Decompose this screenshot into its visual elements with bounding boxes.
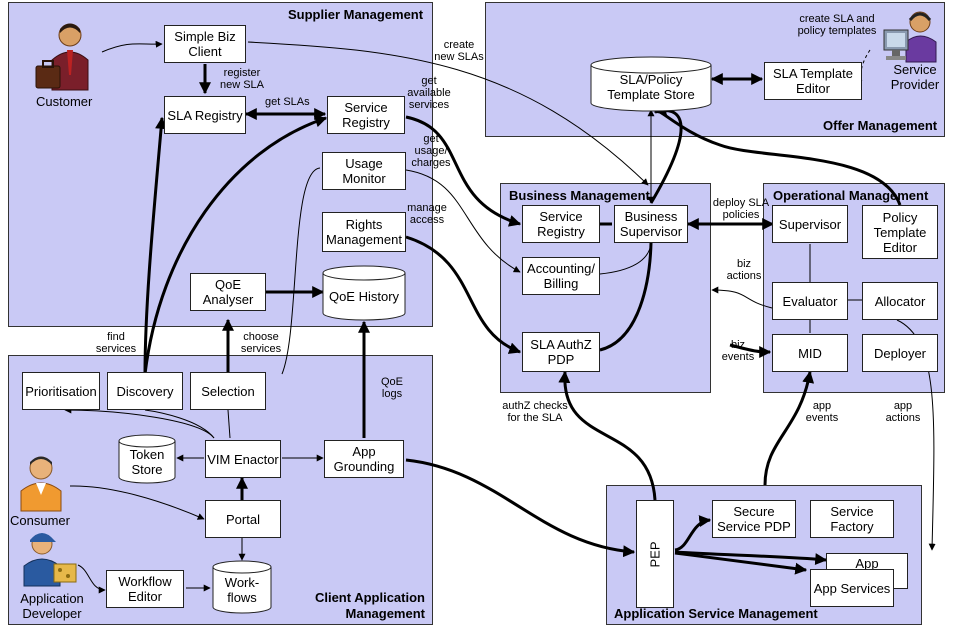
customer-icon (35, 23, 89, 91)
sla-authz-pdp-box: SLA AuthZ PDP (522, 332, 600, 372)
sla-template-editor-box: SLA Template Editor (764, 62, 862, 100)
choose-services-note: choose services (240, 331, 282, 355)
offer-management-title: Offer Management (823, 118, 938, 133)
sla-policy-template-store: SLA/Policy Template Store (590, 56, 712, 112)
manage-access-note: manage access (407, 202, 447, 226)
deploy-sla-policies-note: deploy SLA policies (712, 197, 770, 221)
application-developer-icon (23, 533, 77, 587)
pep-label: PEP (647, 540, 663, 568)
supervisor-box: Supervisor (772, 205, 848, 243)
mid-box: MID (772, 334, 848, 372)
get-usage-charges-note: get usage/ charges (411, 133, 451, 169)
register-new-sla-note: register new SLA (219, 67, 265, 91)
biz-actions-note: biz actions (726, 258, 762, 282)
vim-enactor-box: VIM Enactor (205, 440, 281, 478)
app-actions-note: app actions (885, 400, 921, 424)
business-management-title: Business Management (509, 188, 650, 203)
get-available-services-note: get available services (407, 75, 451, 111)
qoe-analyser-box: QoE Analyser (190, 273, 266, 311)
qoe-history-store: QoE History (322, 265, 406, 321)
token-store: Token Store (118, 434, 176, 484)
create-new-slas-note: create new SLAs (434, 39, 484, 63)
service-registry-supplier-box: Service Registry (327, 96, 405, 134)
accounting-billing-box: Accounting/ Billing (522, 257, 600, 295)
service-provider-label: Service Provider (890, 62, 940, 92)
client-application-management-title: Client Application Management (314, 590, 425, 621)
service-factory-box: Service Factory (810, 500, 894, 538)
workflows-store: Work- flows (212, 560, 272, 614)
customer-label: Customer (36, 94, 93, 109)
get-slas-note: get SLAs (265, 96, 310, 108)
app-services-box: App Services (810, 569, 894, 607)
prioritisation-box: Prioritisation (22, 372, 100, 410)
biz-events-note: biz events (721, 339, 755, 363)
evaluator-box: Evaluator (772, 282, 848, 320)
supplier-management-title: Supplier Management (288, 7, 424, 22)
application-service-management-title: Application Service Management (614, 606, 818, 621)
application-developer-label: Application Developer (20, 591, 84, 621)
app-grounding-box: App Grounding (324, 440, 404, 478)
rights-management-box: Rights Management (322, 212, 406, 252)
simple-biz-client-box: Simple Biz Client (164, 25, 246, 63)
sla-policy-template-store-label: SLA/Policy Template Store (607, 72, 695, 102)
service-provider-icon (883, 11, 937, 63)
business-supervisor-box: Business Supervisor (614, 205, 688, 243)
create-sla-templates-note: create SLA and policy templates (797, 13, 877, 37)
workflows-label: Work- flows (224, 575, 260, 605)
operational-management-title: Operational Management (773, 188, 929, 203)
usage-monitor-box: Usage Monitor (322, 152, 406, 190)
consumer-icon (20, 456, 62, 512)
authz-checks-note: authZ checks for the SLA (502, 400, 568, 424)
allocator-box: Allocator (862, 282, 938, 320)
app-back-label: App (855, 556, 879, 571)
discovery-box: Discovery (107, 372, 183, 410)
secure-service-pdp-box: Secure Service PDP (712, 500, 796, 538)
selection-box: Selection (190, 372, 266, 410)
app-events-note: app events (805, 400, 839, 424)
find-services-note: find services (95, 331, 137, 355)
pep-box: PEP (636, 500, 674, 608)
qoe-history-label: QoE History (328, 288, 400, 304)
qoe-logs-note: QoE logs (380, 376, 403, 400)
service-registry-business-box: Service Registry (522, 205, 600, 243)
workflow-editor-box: Workflow Editor (106, 570, 184, 608)
sla-registry-box: SLA Registry (164, 96, 246, 134)
portal-box: Portal (205, 500, 281, 538)
deployer-box: Deployer (862, 334, 938, 372)
policy-template-editor-box: Policy Template Editor (862, 205, 938, 259)
token-store-label: Token Store (129, 447, 165, 477)
consumer-label: Consumer (10, 513, 70, 528)
